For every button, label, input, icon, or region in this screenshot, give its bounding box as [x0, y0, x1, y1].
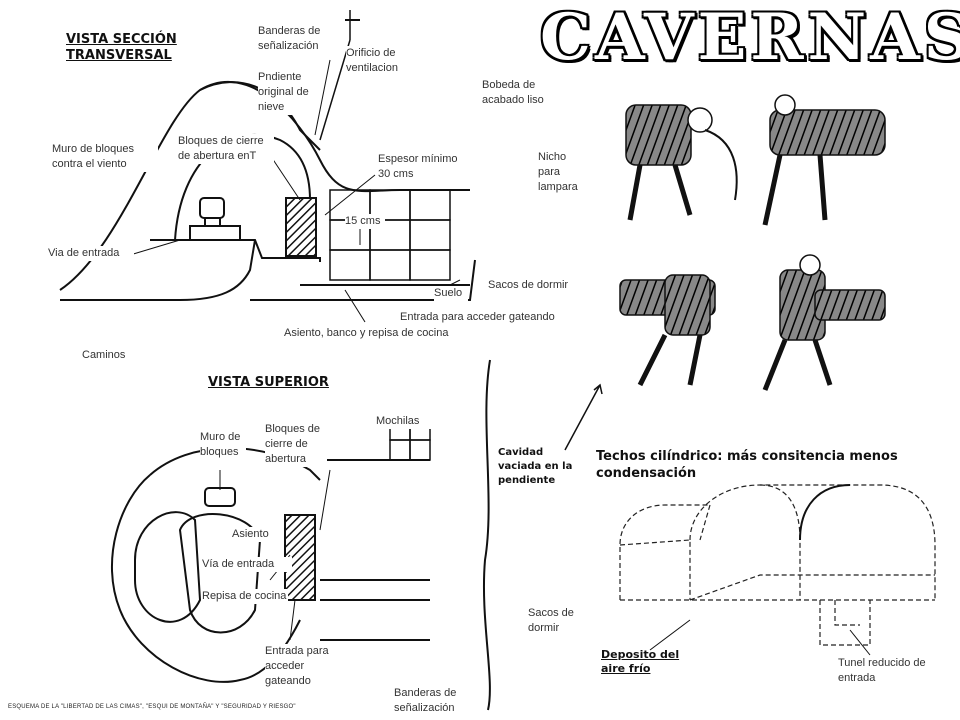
label-top-entry-way: Vía de entrada	[202, 557, 292, 572]
label-top-flags: Banderas de señalización	[394, 686, 460, 716]
label-lamp-niche: Nicho para lampara	[538, 150, 588, 195]
label-vault: Bobeda de acabado liso	[482, 78, 558, 108]
label-kitchen-shelf: Repisa de cocina	[202, 589, 288, 604]
label-top-crawl-entry: Entrada para acceder gateando	[265, 644, 341, 689]
label-snow-slope: Pndiente original de nieve	[258, 70, 310, 115]
label-vent: Orificio de ventilacion	[346, 46, 410, 76]
cross-section-heading: VISTA SECCIÓN TRANSVERSAL	[66, 32, 177, 63]
person-carrying-block-1	[619, 274, 716, 387]
person-carrying-block-2	[762, 254, 886, 391]
label-paths: Caminos	[82, 348, 138, 363]
closing-block-hatched	[285, 197, 317, 257]
label-entry-tunnel: Tunel reducido de entrada	[838, 656, 948, 686]
page-title: CAVERNAS	[540, 0, 960, 75]
cylinder-leaders	[649, 619, 871, 656]
pointer-arrow	[564, 383, 603, 451]
label-floor: Suelo	[434, 286, 468, 301]
label-15cm: 15 cms	[345, 214, 385, 229]
label-cavity: Cavidad vaciada en la pendiente	[498, 447, 573, 486]
source-footer: ESQUEMA DE LA "LIBERTAD DE LAS CIMAS", "…	[8, 704, 296, 710]
cylinder-roof-solid	[799, 484, 851, 541]
top-view-heading: VISTA SUPERIOR	[208, 375, 329, 390]
label-flags: Banderas de señalización	[258, 24, 336, 54]
label-crawl-entry: Entrada para acceder gateando	[400, 310, 582, 325]
label-closing-blocks: Bloques de cierre de abertura enT	[178, 134, 274, 164]
stove-figure	[189, 197, 241, 240]
person-digging-1	[625, 104, 738, 221]
cylinder-roof-drawing	[619, 484, 936, 646]
label-sleeping-bags: Sacos de dormir	[488, 278, 580, 293]
label-entry-way: Via de entrada	[48, 246, 134, 261]
cross-section-drawing	[59, 10, 476, 301]
label-seat: Asiento	[232, 527, 284, 542]
label-cold-air-deposit: Deposito del aire frío	[601, 648, 680, 675]
label-wind-wall: Muro de bloques contra el viento	[52, 142, 158, 172]
cross-section-leaders	[129, 59, 461, 323]
label-top-sleeping-bags: Sacos de dormir	[528, 606, 584, 636]
cylinder-roof-heading: Techos cilíndrico: más consitencia menos…	[596, 449, 898, 481]
label-thickness: Espesor mínimo 30 cms	[378, 152, 464, 182]
label-seat-bench: Asiento, banco y repisa de cocina	[284, 326, 466, 341]
people-illustrations	[619, 94, 886, 391]
person-digging-2	[762, 94, 886, 226]
label-backpacks: Mochilas	[376, 414, 432, 429]
label-top-closing-blocks: Bloques de cierre de abertura	[265, 422, 327, 467]
label-top-wall: Muro de bloques	[200, 430, 246, 460]
